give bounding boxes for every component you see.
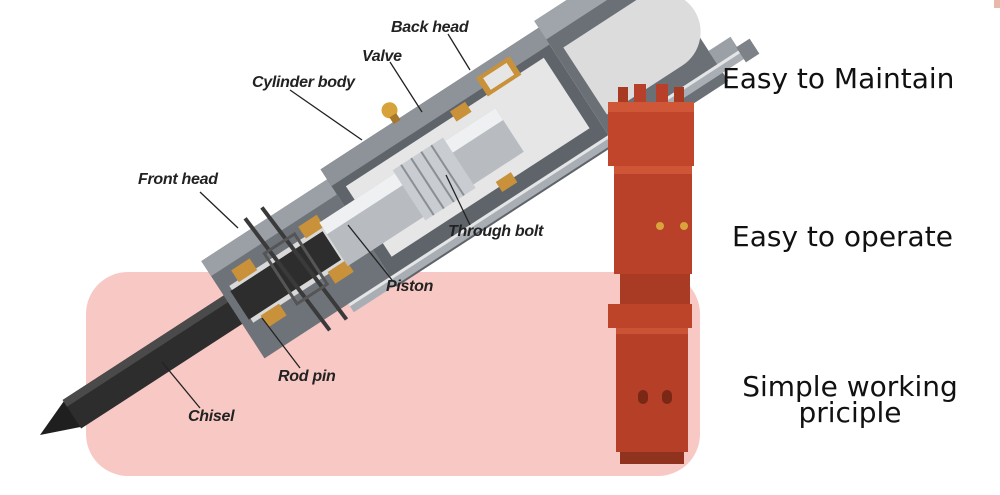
feature-simple-line2: priciple [798,396,902,429]
label-valve: Valve [362,48,402,65]
valve-part [381,56,522,125]
red-breaker-body [608,84,694,464]
label-chisel: Chisel [188,408,235,425]
leader-lines [161,33,471,409]
chisel-part [40,269,283,435]
rod-pin-part [243,206,349,332]
highlight-band [86,272,700,476]
label-rod-pin: Rod pin [278,368,336,385]
feature-easy-operate: Easy to operate [732,220,953,253]
feature-simple-line1: Simple working [742,370,958,403]
label-through-bolt: Through bolt [448,223,544,240]
cylinder-body-part [319,27,615,287]
feature-easy-maintain: Easy to Maintain [722,62,955,95]
label-front-head: Front head [138,171,218,188]
label-cylinder-body: Cylinder body [252,74,355,91]
label-piston: Piston [386,278,434,295]
corner-mark [994,0,1000,8]
label-back-head: Back head [391,19,469,36]
